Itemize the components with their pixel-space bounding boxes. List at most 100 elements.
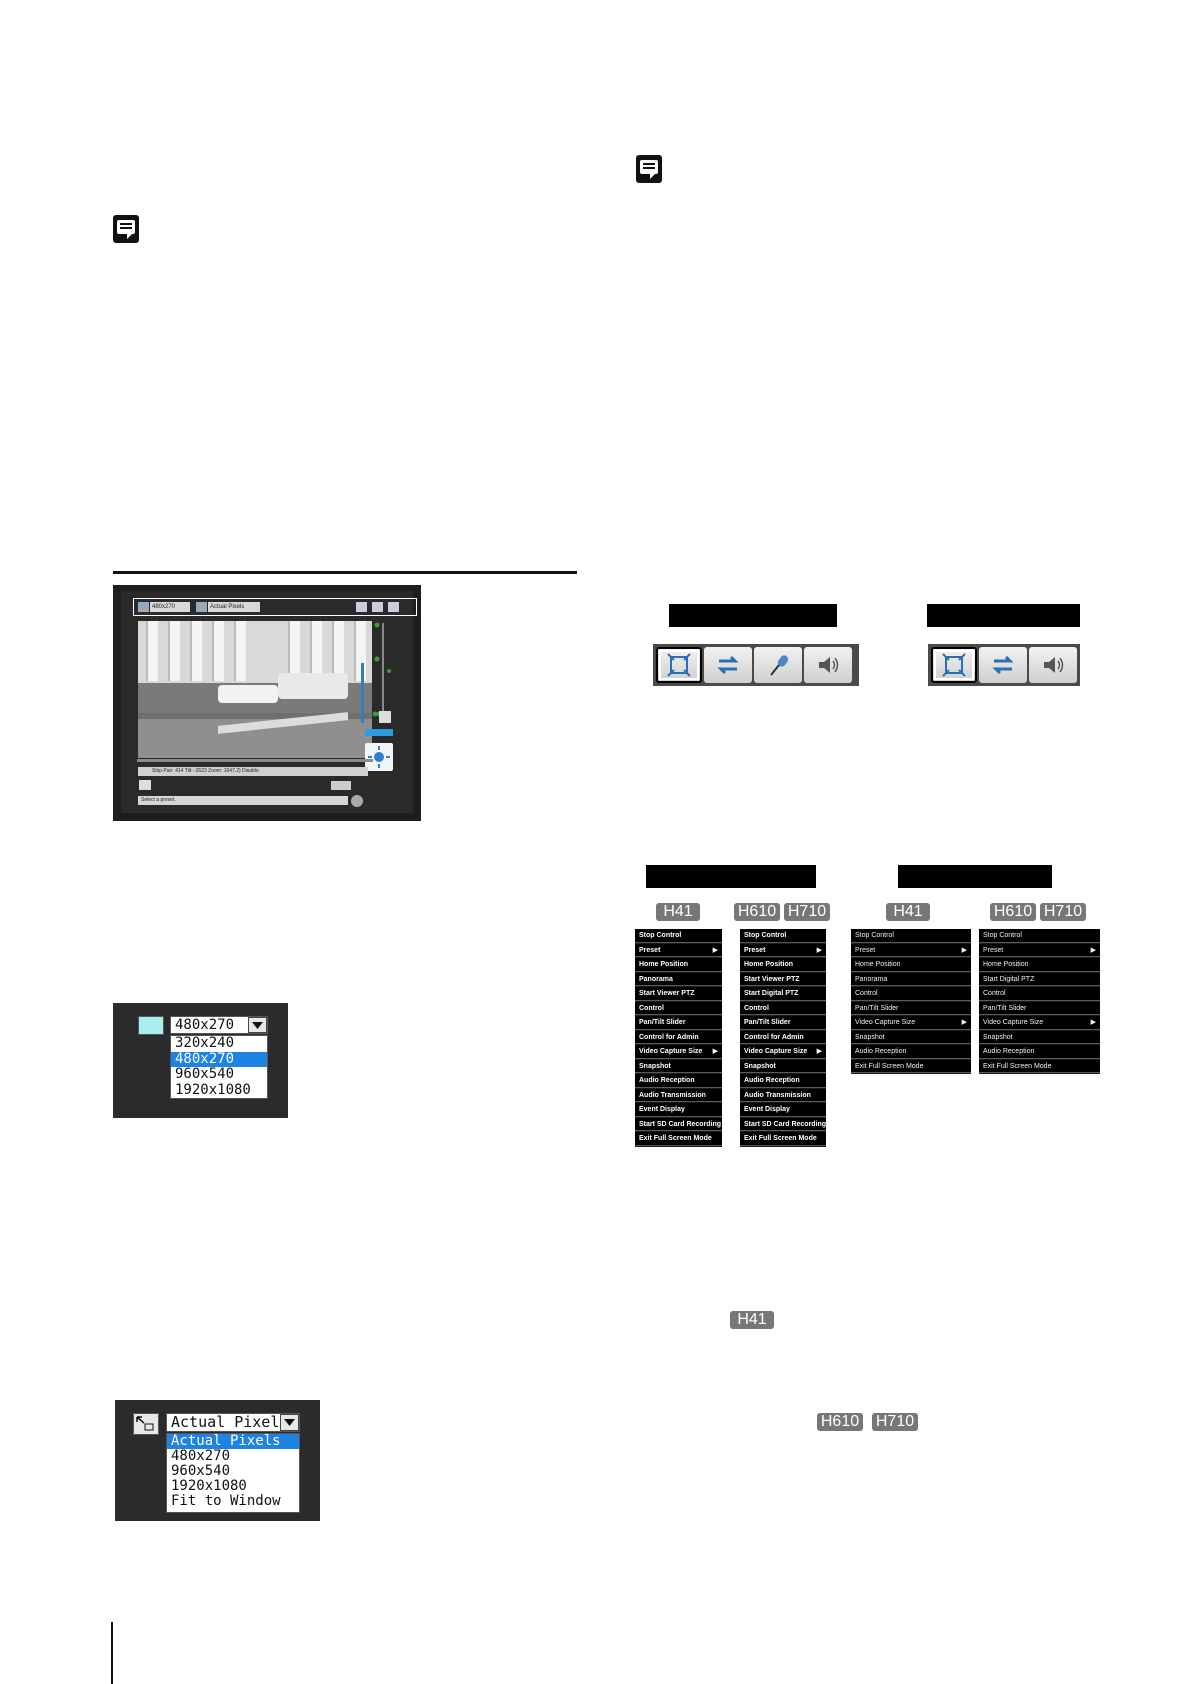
display-size-dropdown-screenshot: Actual Pixels Actual Pixels 480x270 960x… (115, 1400, 320, 1521)
menu-item[interactable]: Video Capture Size▶ (635, 1045, 722, 1059)
switch-camera-button[interactable] (979, 647, 1027, 683)
menu-item[interactable]: Start SD Card Recording (635, 1117, 722, 1131)
menu-item[interactable]: Start SD Card Recording (740, 1117, 826, 1131)
context-menu-admin-h610-h710: Stop Control Preset▶ Home Position Start… (740, 929, 826, 1147)
menu-item[interactable]: Event Display (635, 1103, 722, 1117)
menu-item[interactable]: Snapshot (979, 1030, 1100, 1044)
brightness-bar[interactable] (365, 729, 393, 736)
menu-item[interactable]: Pan/Tilt Slider (635, 1016, 722, 1030)
model-badge-h610: H610 (734, 903, 780, 921)
display-size-option[interactable]: 1920x1080 (171, 1478, 247, 1494)
note-icon (113, 215, 139, 243)
menu-item[interactable]: Start Digital PTZ (740, 987, 826, 1001)
switch-icon[interactable] (372, 602, 383, 612)
backlight-button[interactable] (365, 743, 393, 771)
person-icon[interactable] (379, 711, 391, 723)
menu-item[interactable]: Exit Full Screen Mode (851, 1059, 971, 1073)
dropdown-arrow-icon[interactable] (248, 1017, 267, 1033)
menu-item[interactable]: Audio Reception (979, 1045, 1100, 1059)
full-screen-button[interactable] (656, 647, 702, 683)
menu-item[interactable]: Exit Full Screen Mode (740, 1132, 826, 1146)
menu-item[interactable]: Preset▶ (979, 943, 1100, 957)
menu-item[interactable]: Control (851, 987, 971, 1001)
display-size-icon (133, 1413, 159, 1435)
video-display (138, 621, 372, 758)
capture-size-option[interactable]: 1920x1080 (175, 1081, 251, 1098)
display-size-select[interactable]: Actual Pixels (208, 602, 260, 612)
menu-item[interactable]: Audio Reception (635, 1074, 722, 1088)
full-screen-button[interactable] (931, 647, 977, 683)
menu-item[interactable]: Pan/Tilt Slider (979, 1001, 1100, 1015)
menu-item[interactable]: Control (979, 987, 1100, 1001)
capture-size-select[interactable]: 480x270 (150, 602, 190, 612)
menu-item[interactable]: Snapshot (851, 1030, 971, 1044)
capture-size-option[interactable]: 480x270 (171, 1051, 267, 1067)
menu-item[interactable]: Snapshot (740, 1059, 826, 1073)
preset-select[interactable]: Select a preset. (138, 796, 348, 805)
preset-go-button[interactable] (351, 795, 363, 807)
capture-size-option[interactable]: 960x540 (175, 1066, 235, 1082)
menu-item[interactable]: Video Capture Size▶ (740, 1045, 826, 1059)
menu-item[interactable]: Home Position (740, 958, 826, 972)
menu-item[interactable]: Stop Control (851, 929, 971, 943)
display-size-icon (196, 602, 207, 612)
display-size-option[interactable]: Fit to Window (171, 1493, 281, 1509)
menu-item[interactable]: Event Display (740, 1103, 826, 1117)
display-size-option[interactable]: 960x540 (171, 1463, 231, 1479)
section-rule (113, 571, 577, 574)
menu-item[interactable]: Control (740, 1001, 826, 1015)
menu-item[interactable]: Snapshot (635, 1059, 722, 1073)
speaker-button[interactable] (804, 647, 852, 683)
full-screen-icon[interactable] (356, 602, 367, 612)
menu-item[interactable]: Exit Full Screen Mode (635, 1132, 722, 1146)
viewer-screenshot: 480x270 Actual Pixels (113, 585, 421, 821)
menu-item[interactable]: Audio Reception (740, 1074, 826, 1088)
menu-item[interactable]: Panorama (635, 972, 722, 986)
info-display: Ship Pan: 414 Tilt: -2623 Zoom: 1647.2) … (138, 767, 368, 776)
menu-item[interactable]: Panorama (851, 972, 971, 986)
video-size-button[interactable] (331, 781, 351, 790)
capture-size-option[interactable]: 320x240 (175, 1035, 235, 1051)
model-badge-h41: H41 (886, 903, 930, 921)
menu-item[interactable]: Home Position (635, 958, 722, 972)
menu-item[interactable]: Start Viewer PTZ (740, 972, 826, 986)
menu-item[interactable]: Control for Admin (740, 1030, 826, 1044)
pan-slider[interactable] (137, 759, 373, 762)
toolbar-viewer (928, 644, 1080, 686)
menu-item[interactable]: Control for Admin (635, 1030, 722, 1044)
menu-item[interactable]: Home Position (851, 958, 971, 972)
menu-item[interactable]: Stop Control (979, 929, 1100, 943)
menu-item[interactable]: Stop Control (740, 929, 826, 943)
capture-size-field[interactable]: 480x270 (170, 1016, 268, 1034)
menu-item[interactable]: Home Position (979, 958, 1100, 972)
menu-item[interactable]: Video Capture Size▶ (851, 1016, 971, 1030)
toolbar-label-admin (669, 604, 837, 627)
speaker-button[interactable] (1029, 647, 1077, 683)
menu-item[interactable]: Video Capture Size▶ (979, 1016, 1100, 1030)
menu-item[interactable]: Preset▶ (635, 943, 722, 957)
switch-camera-button[interactable] (704, 647, 752, 683)
speaker-icon[interactable] (388, 602, 399, 612)
menu-item[interactable]: Exit Full Screen Mode (979, 1059, 1100, 1073)
display-size-option[interactable]: Actual Pixels (167, 1434, 299, 1449)
microphone-button[interactable] (754, 647, 802, 683)
menu-item[interactable]: Audio Transmission (635, 1088, 722, 1102)
menu-item[interactable]: Pan/Tilt Slider (851, 1001, 971, 1015)
menu-item[interactable]: Audio Reception (851, 1045, 971, 1059)
menu-item[interactable]: Control (635, 1001, 722, 1015)
menu-item[interactable]: Pan/Tilt Slider (740, 1016, 826, 1030)
menu-item[interactable]: Start Digital PTZ (979, 972, 1100, 986)
snapshot-button[interactable] (139, 780, 151, 790)
capture-size-icon (138, 1016, 164, 1035)
menu-item[interactable]: Preset▶ (740, 943, 826, 957)
capture-size-icon (138, 602, 149, 612)
display-size-field[interactable]: Actual Pixels (166, 1413, 300, 1432)
menu-item[interactable]: Audio Transmission (740, 1088, 826, 1102)
context-menu-viewer-h41: Stop Control Preset▶ Home Position Panor… (851, 929, 971, 1074)
model-badge-h710: H710 (784, 903, 830, 921)
menu-item[interactable]: Preset▶ (851, 943, 971, 957)
menu-item[interactable]: Stop Control (635, 929, 722, 943)
dropdown-arrow-icon[interactable] (280, 1414, 299, 1431)
menu-item[interactable]: Start Viewer PTZ (635, 987, 722, 1001)
display-size-option[interactable]: 480x270 (171, 1448, 231, 1464)
